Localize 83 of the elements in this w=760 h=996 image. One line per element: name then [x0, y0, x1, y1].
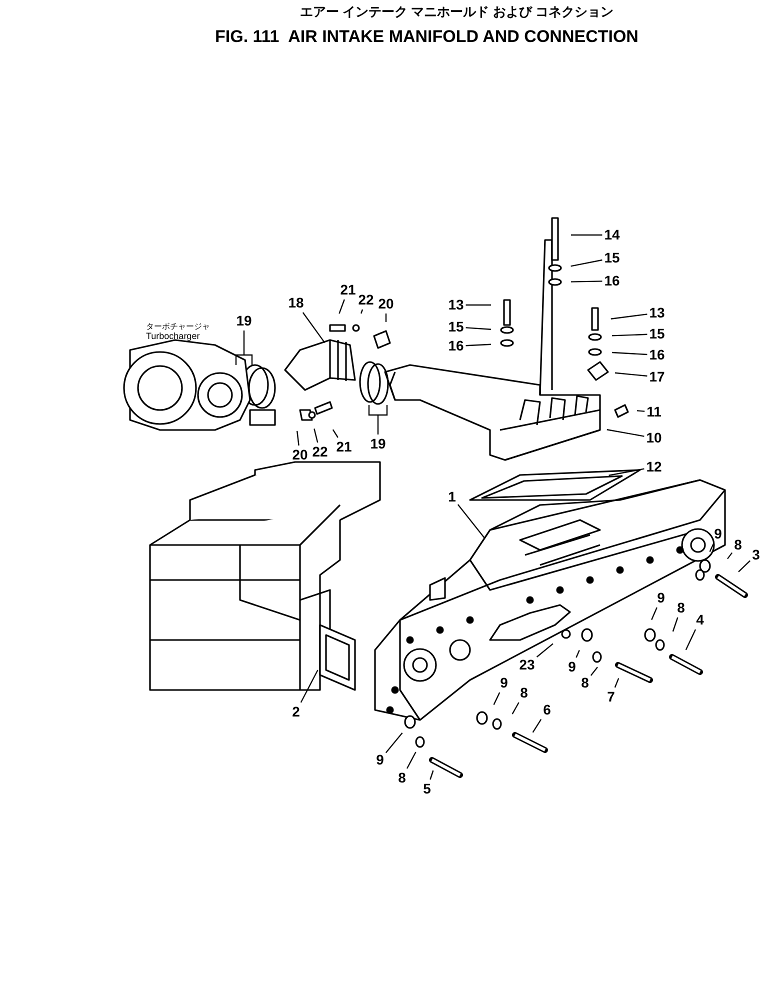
leader-line [314, 428, 318, 443]
leader-line [368, 404, 388, 436]
leader-line [532, 718, 542, 733]
leader-line [590, 666, 598, 676]
callout-number: 15 [604, 250, 620, 266]
leader-line [338, 299, 345, 314]
callout-number: 3 [752, 548, 760, 562]
leader-line [651, 607, 658, 620]
callout-number: 21 [336, 440, 352, 454]
callout-number: 9 [500, 676, 508, 690]
part-label: Turbocharger [146, 331, 200, 341]
callout-number: 7 [607, 690, 615, 704]
callout-number: 19 [236, 314, 252, 328]
callout-number: 13 [649, 306, 665, 320]
callout-number: 16 [448, 338, 464, 354]
leader-line [430, 770, 434, 780]
leader-line [235, 330, 253, 366]
leader-line [360, 309, 364, 314]
leader-line [296, 430, 300, 446]
leader-line [614, 372, 648, 377]
leader-line [332, 429, 338, 438]
callout-number: 6 [543, 702, 551, 718]
leader-line [636, 410, 645, 412]
leader-line [610, 314, 648, 320]
leader-line [466, 327, 492, 330]
leader-line [571, 234, 602, 236]
callout-number: 8 [520, 686, 528, 700]
leader-line [385, 732, 403, 754]
callout-number: 19 [370, 436, 386, 452]
callout-number: 10 [646, 430, 662, 446]
callout-number: 16 [649, 348, 665, 362]
callout-number: 2 [292, 704, 300, 720]
callout-number: 4 [696, 612, 704, 628]
leader-line [302, 312, 326, 344]
callout-number: 20 [378, 296, 394, 312]
callout-number: 15 [448, 320, 464, 334]
callout-number: 8 [581, 676, 589, 690]
callout-number: 23 [519, 658, 535, 672]
callout-number: 14 [604, 228, 620, 242]
callout-number: 5 [423, 782, 431, 796]
leader-line [493, 692, 500, 706]
callout-number: 9 [568, 660, 576, 674]
leader-line [385, 314, 387, 322]
callout-number: 13 [448, 298, 464, 312]
leader-line [672, 617, 678, 632]
leader-line [512, 702, 520, 714]
callout-number: 8 [734, 538, 742, 552]
callout-number: 9 [714, 526, 722, 542]
leader-line [576, 650, 580, 658]
leader-line [606, 429, 644, 437]
callout-number: 18 [288, 296, 304, 310]
part-label: ターボチャージャ [146, 321, 210, 332]
leader-line [727, 552, 733, 560]
callout-number: 8 [677, 600, 685, 616]
callout-number: 8 [398, 770, 406, 786]
callout-number: 9 [376, 752, 384, 768]
callout-number: 21 [340, 282, 356, 298]
callout-number: 11 [646, 404, 662, 420]
callout-number: 17 [649, 370, 665, 384]
leader-line [406, 752, 416, 769]
leader-line [685, 629, 696, 650]
callout-number: 12 [646, 460, 662, 474]
callout-number: 15 [649, 326, 665, 342]
leader-line [612, 334, 648, 336]
callout-number: 22 [358, 292, 374, 308]
title: FIG. 111 AIR INTAKE MANIFOLD AND CONNECTION [215, 27, 638, 47]
leader-line [612, 352, 648, 356]
leader-line [570, 280, 602, 282]
leader-line [300, 670, 318, 703]
leader-line [738, 560, 751, 572]
callout-number: 20 [292, 448, 308, 462]
callout-number: 1 [448, 490, 456, 504]
callout-number: 22 [312, 444, 328, 460]
leader-line [614, 678, 620, 688]
callout-number: 16 [604, 274, 620, 288]
leader-line [466, 304, 491, 306]
leader-line [709, 543, 714, 552]
heading-japanese: エアー インテーク マニホールド および コネクション [300, 3, 614, 21]
leader-line [466, 344, 492, 346]
callout-number: 9 [657, 590, 665, 606]
leader-line [457, 504, 485, 538]
leader-line [536, 643, 554, 658]
leader-line [570, 259, 602, 267]
